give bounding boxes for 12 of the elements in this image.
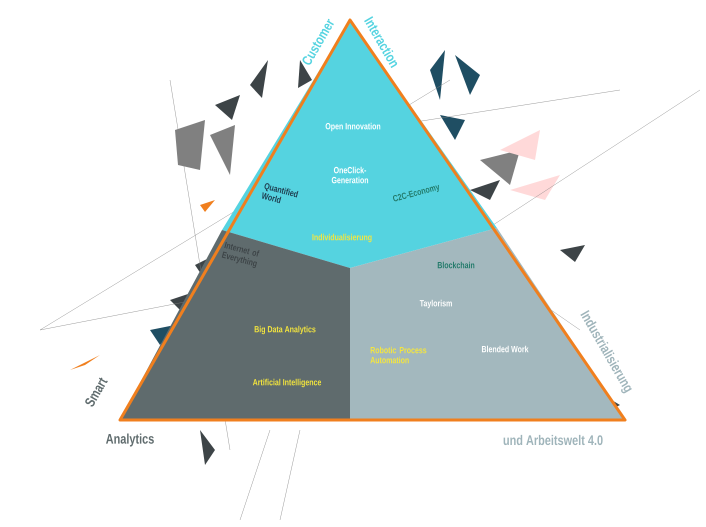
- section-label: Robotic Process Automation: [370, 346, 426, 364]
- section-label: Taylorism: [420, 300, 452, 308]
- section-label: OneClick-Generation: [332, 166, 368, 184]
- section-label: Big Data Analytics: [254, 326, 316, 334]
- section-label: Blended Work: [482, 346, 529, 352]
- corner-label: Analytics: [106, 433, 154, 447]
- section-label: Quantified World: [262, 183, 298, 204]
- section-label: Artificial Intelligence: [252, 378, 322, 388]
- section-label: Open Innovation: [326, 122, 380, 132]
- section-label: Individualisierung: [312, 234, 372, 242]
- section-label: Blockchain: [438, 262, 474, 268]
- corner-label: und Arbeitswelt 4.0: [504, 434, 603, 446]
